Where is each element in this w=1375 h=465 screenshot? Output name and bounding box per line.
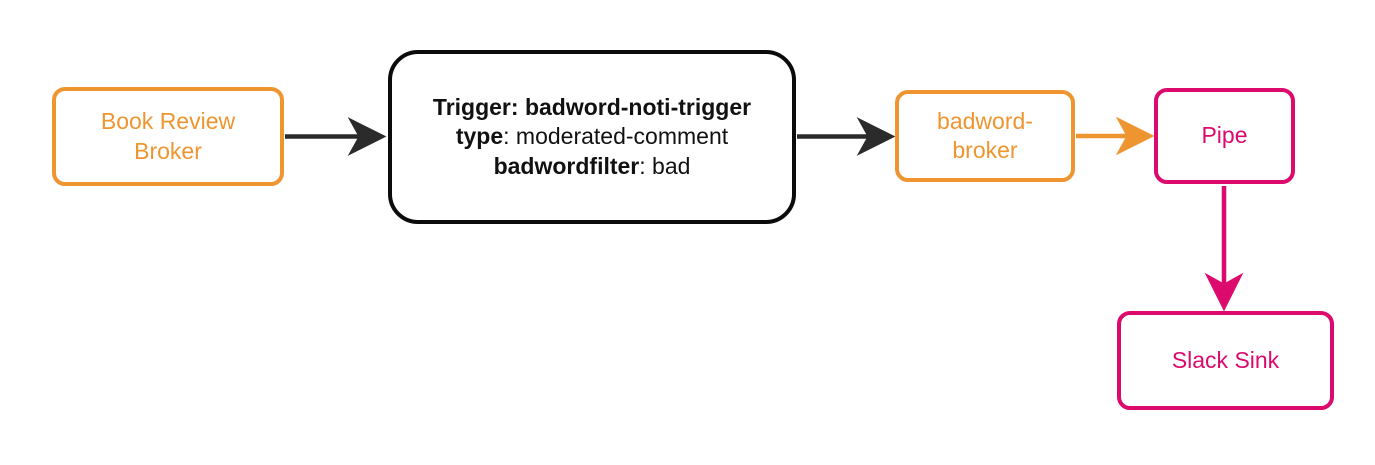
trigger-line-3-key: badwordfilter: [493, 152, 640, 179]
node-slack-sink-label: Slack Sink: [1171, 346, 1280, 373]
node-badword-broker-label: badword- broker: [937, 107, 1033, 163]
trigger-line-2-value: : moderated-comment: [503, 123, 729, 150]
node-trigger[interactable]: Trigger: badword-noti-trigger type: mode…: [388, 50, 796, 224]
node-pipe-label: Pipe: [1201, 122, 1248, 149]
node-book-review-broker-label: Book Review Broker: [100, 108, 236, 164]
node-pipe[interactable]: Pipe: [1154, 88, 1295, 184]
trigger-line-1-value: badword-noti-trigger: [524, 93, 752, 120]
trigger-line-2-key: type: [455, 123, 504, 150]
trigger-line-1: Trigger: badword-noti-trigger: [433, 93, 751, 122]
trigger-line-3-value: : bad: [639, 152, 691, 179]
trigger-line-3: badwordfilter: bad: [433, 152, 751, 181]
trigger-line-2: type: moderated-comment: [433, 122, 751, 151]
node-badword-broker[interactable]: badword- broker: [895, 90, 1075, 182]
trigger-line-1-key: Trigger:: [432, 93, 519, 120]
node-book-review-broker[interactable]: Book Review Broker: [52, 87, 284, 186]
node-trigger-label: Trigger: badword-noti-trigger type: mode…: [419, 93, 765, 181]
node-slack-sink[interactable]: Slack Sink: [1117, 311, 1334, 410]
